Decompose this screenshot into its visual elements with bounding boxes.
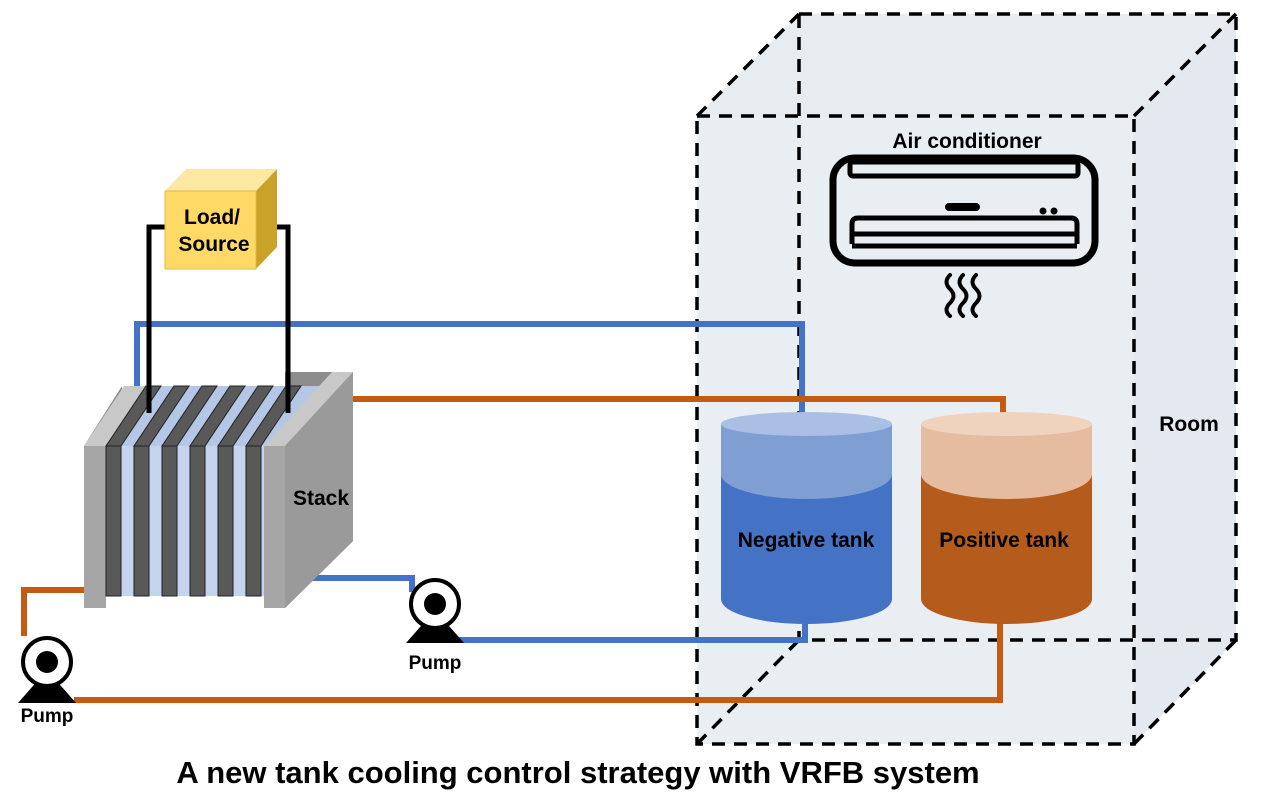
room-front-edges: [695, 114, 1136, 746]
positive-electrolyte-pipes: [21, 396, 1006, 703]
stack-icon: Stack: [84, 372, 353, 608]
diagram-title: A new tank cooling control strategy with…: [176, 755, 979, 790]
pipe-stack-to-center-pump: [296, 575, 415, 592]
pipe-positive-tank-to-left-pump: [74, 622, 1003, 703]
pump-center: Pump: [406, 578, 464, 674]
pump-icon: [406, 578, 464, 643]
pump-left-label: Pump: [21, 706, 74, 727]
room-top-face: [697, 14, 1236, 116]
wire-stack-to-load-left: [146, 224, 168, 413]
positive-tank: Positive tank: [921, 412, 1092, 624]
air-conditioner-icon: [829, 154, 1099, 267]
room-side-face: [1134, 14, 1236, 744]
room-edge-top-left: [695, 12, 801, 118]
room-edge-bottom-right: [1132, 638, 1238, 746]
room-label: Room: [1159, 413, 1219, 436]
pump-center-label: Pump: [409, 653, 462, 674]
positive-tank-label: Positive tank: [939, 529, 1069, 552]
room-edge-top-right: [1132, 12, 1238, 118]
pump-icon: [18, 636, 76, 703]
negative-tank: Negative tank: [721, 412, 892, 624]
load-source-label-line1: Load/: [184, 206, 240, 229]
room-edge-bottom-left: [695, 638, 801, 746]
load-source-label-line2: Source: [178, 233, 249, 256]
pump-left: Pump: [18, 636, 76, 727]
pipe-stack-to-positive-tank: [345, 396, 1006, 418]
load-source-cube: Load/ Source: [164, 169, 277, 270]
stack-label: Stack: [293, 487, 349, 510]
pipe-left-pump-to-stack: [21, 587, 84, 636]
negative-tank-label: Negative tank: [738, 529, 875, 552]
room-cube: [695, 12, 1238, 746]
pipe-center-pump-to-negative-tank: [455, 624, 808, 643]
pipe-stack-to-negative-tank: [134, 321, 805, 422]
air-conditioner-label: Air conditioner: [892, 130, 1041, 153]
heat-waves-icon: [944, 273, 982, 318]
negative-electrolyte-pipes: [134, 321, 808, 643]
